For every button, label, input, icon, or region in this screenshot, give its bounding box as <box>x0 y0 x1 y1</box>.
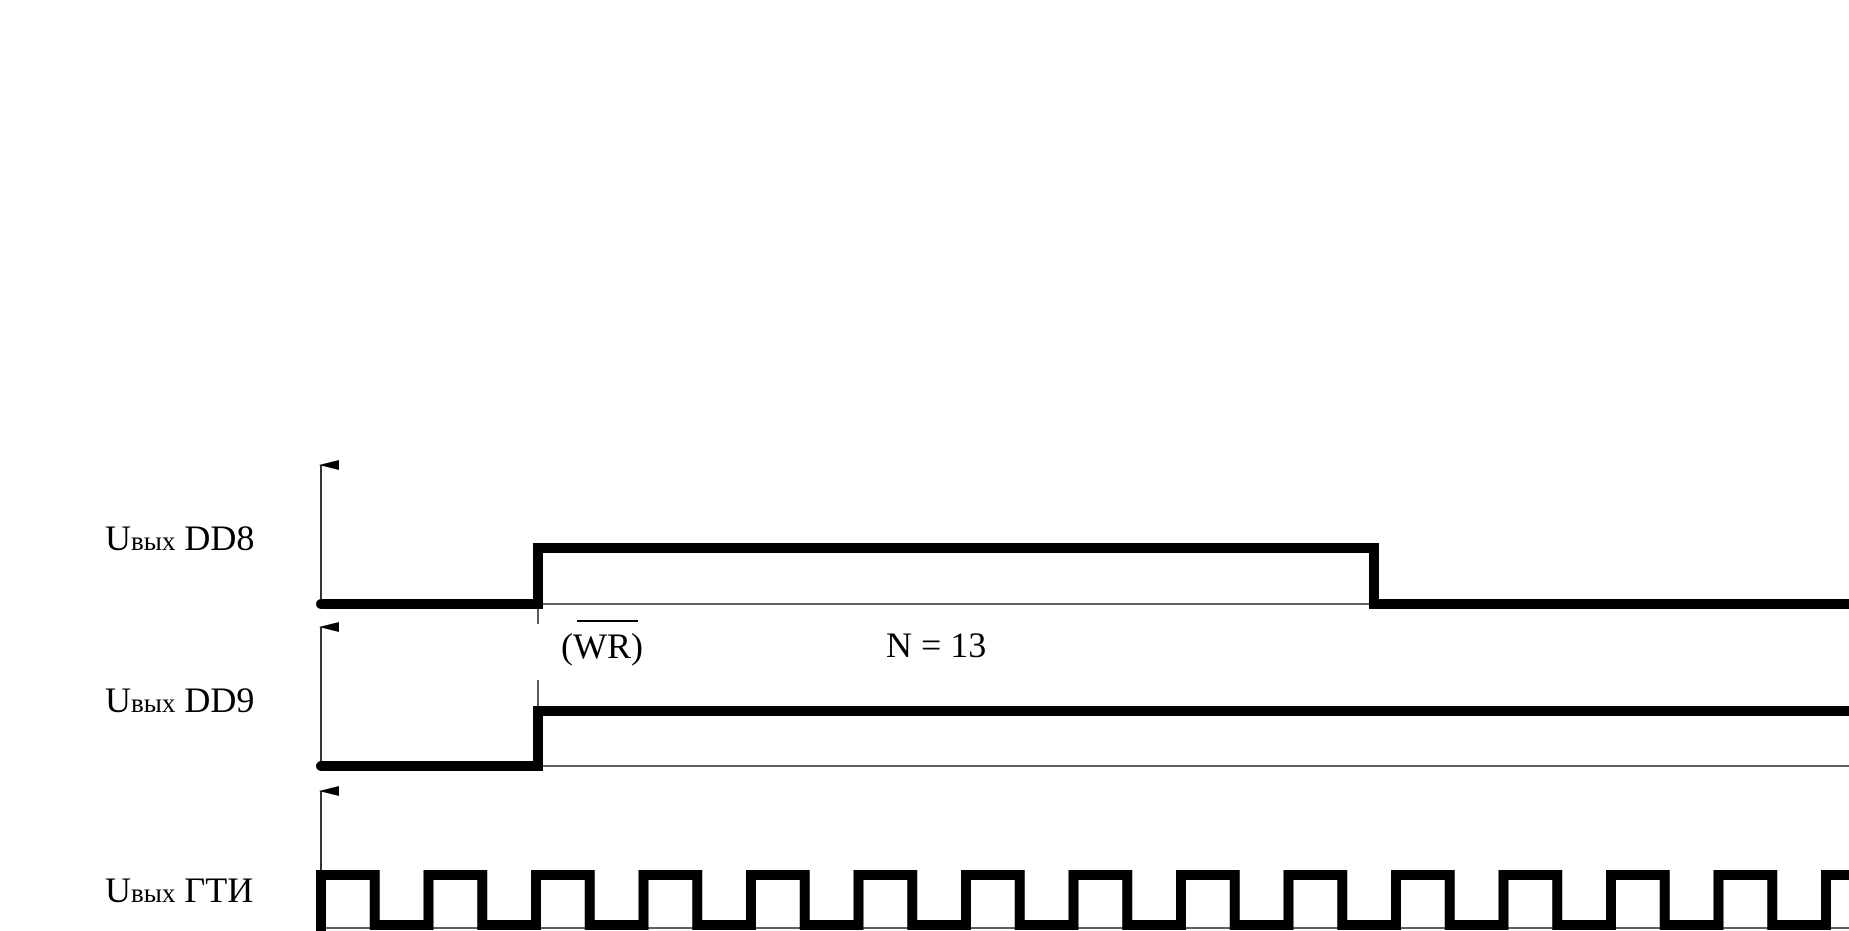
dd9-waveform <box>316 706 1849 771</box>
gti-waveform <box>316 870 1849 931</box>
dd8-waveform <box>316 543 1849 609</box>
signal-label-dd9: Uвых DD9 <box>105 680 254 720</box>
wr-signal-label: (WR) <box>561 626 643 666</box>
signal-label-dd8: Uвых DD8 <box>105 518 254 558</box>
signal-label-gti: Uвых ГТИ <box>105 870 253 910</box>
count-label: N = 13 <box>886 625 986 665</box>
